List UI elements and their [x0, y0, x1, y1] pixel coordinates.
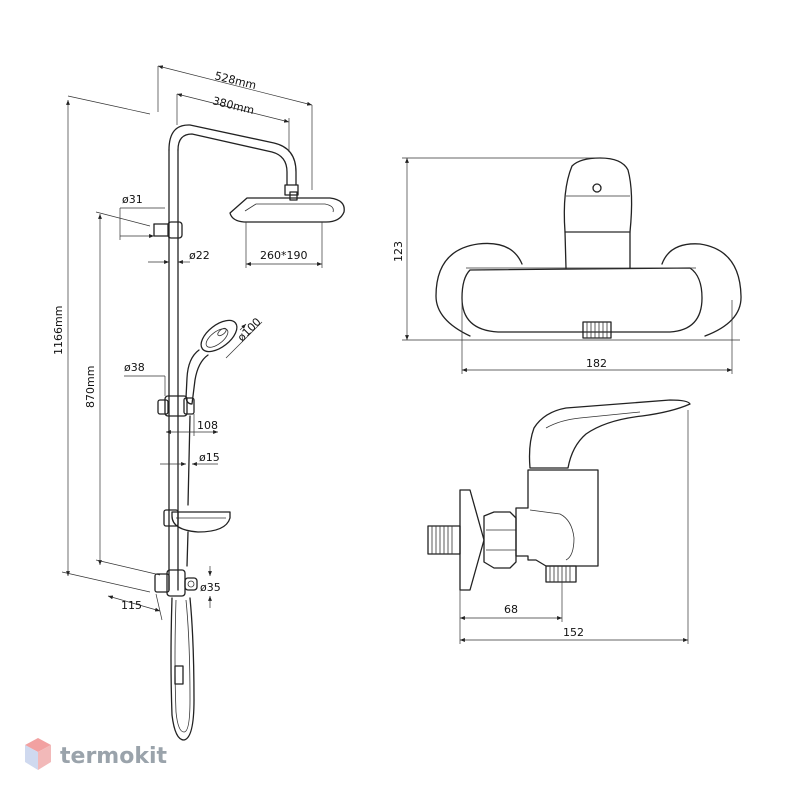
dim-mixer-width: 182 [586, 357, 607, 370]
dim-mixer-depth: 152 [563, 626, 584, 639]
lower-outlet [155, 570, 197, 596]
dim-slider-diameter: ø38 [124, 361, 145, 374]
mixer-side-view [428, 400, 690, 590]
mixer-side-dimension-lines [460, 410, 688, 644]
mixer-front-dimension-lines [402, 158, 740, 374]
dim-hose-diameter: ø15 [199, 451, 220, 464]
slider-holder [158, 396, 194, 416]
dim-arm-length: 380mm [211, 94, 255, 117]
soap-dish [164, 510, 230, 532]
dim-total-width: 528mm [213, 69, 257, 92]
dim-mixer-height: 123 [392, 241, 405, 262]
column-dimension-lines [62, 66, 322, 620]
hand-shower [186, 314, 242, 404]
termokit-watermark: termokit [25, 738, 167, 770]
dim-hand-shower-diameter: ø100 [235, 315, 264, 344]
dim-bracket-diameter: ø31 [122, 193, 143, 206]
rain-shower-head [230, 192, 344, 222]
dim-overall-height: 1166mm [52, 306, 65, 355]
dim-head-size: 260*190 [260, 249, 308, 262]
dim-lower-diameter: ø35 [200, 581, 221, 594]
dim-pipe-diameter: ø22 [189, 249, 210, 262]
dim-bar-height: 870mm [84, 366, 97, 408]
dim-hand-projection: 108 [197, 419, 218, 432]
shower-column [154, 125, 344, 740]
mixer-front-view [436, 158, 741, 338]
dim-base-offset: 115 [121, 599, 142, 612]
dim-spout-offset: 68 [504, 603, 518, 616]
cube-logo-icon [25, 738, 51, 770]
brand-name: termokit [60, 744, 167, 769]
